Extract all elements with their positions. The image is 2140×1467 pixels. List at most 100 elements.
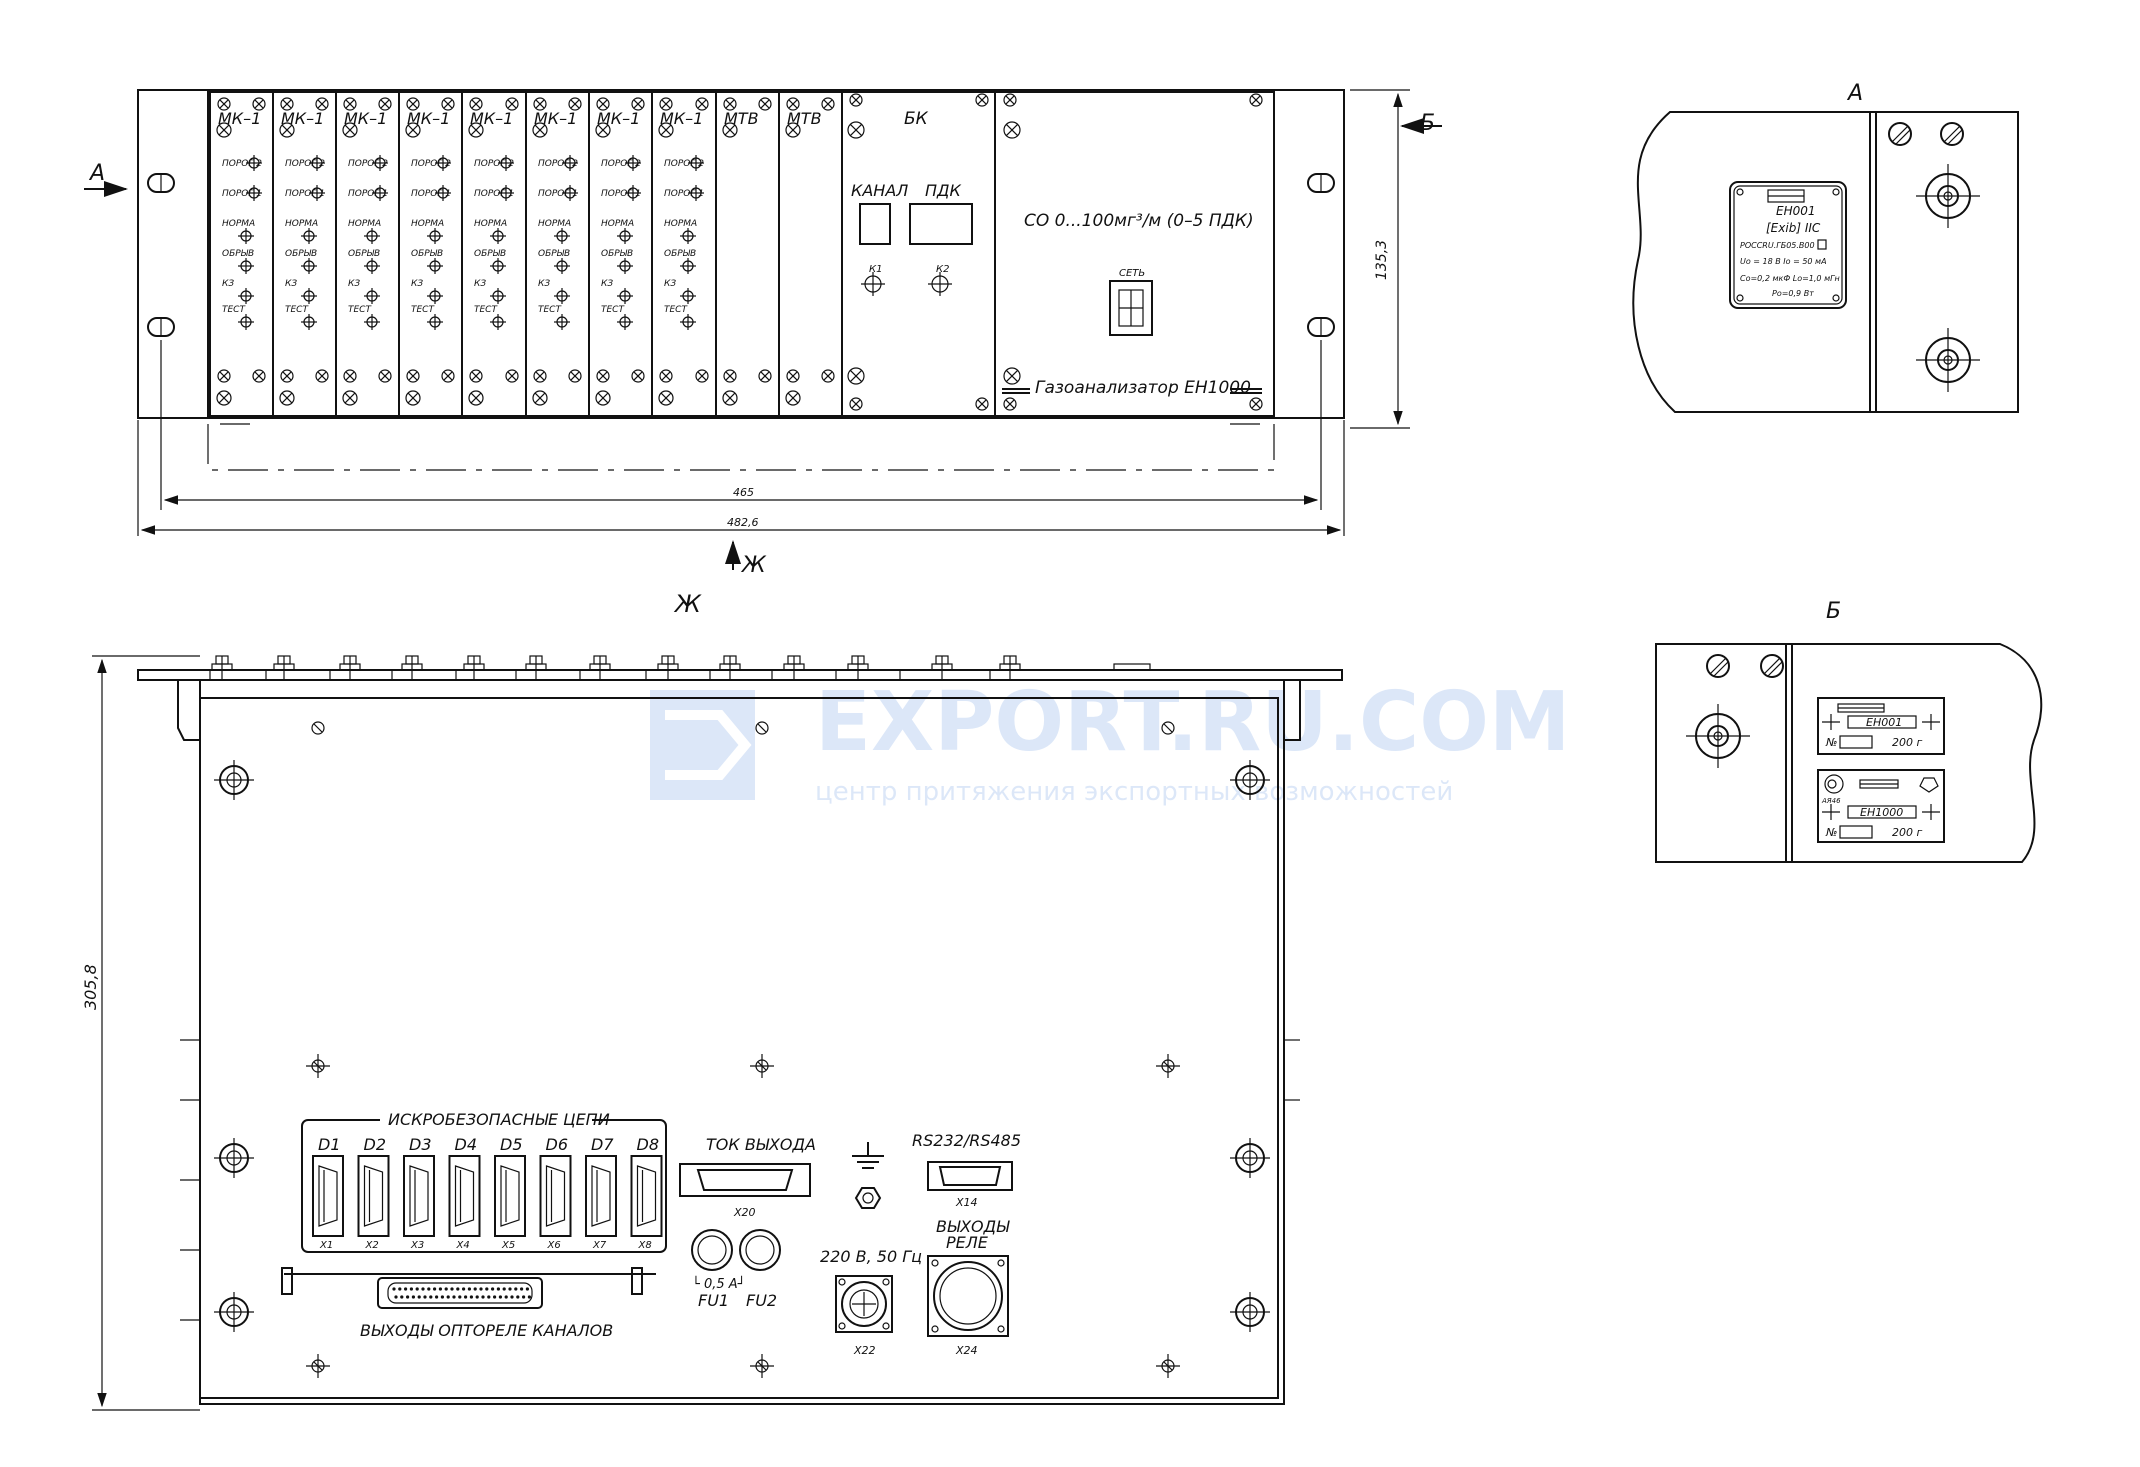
screw-icon (217, 369, 231, 383)
indicator-label: ПОРОГ 1 (348, 189, 388, 199)
indicator-label: ПОРОГ 1 (411, 189, 451, 199)
test-button[interactable] (680, 314, 696, 330)
channel-bottom-label: X3 (410, 1240, 424, 1251)
screw-icon (786, 369, 800, 383)
power-label: СЕТЬ (1119, 268, 1145, 279)
plate-cert: РОССRU.ГБ05.В00 (1740, 241, 1815, 250)
test-button[interactable] (554, 314, 570, 330)
indicator-led (554, 288, 570, 304)
k1-button[interactable] (861, 272, 885, 296)
test-button[interactable] (238, 314, 254, 330)
rs-label: RS232/RS485 (912, 1131, 1021, 1150)
indicator-led (688, 185, 704, 201)
x24-relay-connector[interactable] (927, 1255, 1009, 1337)
screw-icon (722, 390, 738, 406)
fu1-fuse[interactable] (691, 1229, 733, 1271)
dimension-482: 482,6 (137, 420, 1345, 536)
indicator-label: ОБРЫВ (285, 249, 317, 259)
screw-icon (821, 97, 835, 111)
indicator-led (301, 228, 317, 244)
test-button[interactable] (617, 314, 633, 330)
screw-icon (1003, 367, 1021, 385)
screw-icon (406, 97, 420, 111)
svg-text:135,3: 135,3 (1374, 240, 1390, 280)
svg-text:465: 465 (733, 486, 754, 499)
indicator-label: ПОРОГ 2 (664, 159, 704, 169)
indicator-label: НОРМА (474, 219, 507, 229)
screw-icon (342, 122, 358, 138)
channel-top-label: D8 (637, 1135, 660, 1154)
screw-icon (659, 369, 673, 383)
screw-icon (533, 97, 547, 111)
screw-icon (306, 1054, 330, 1078)
x14-connector[interactable] (927, 1161, 1013, 1191)
bk-title: БК (904, 109, 929, 129)
screw-icon (975, 397, 989, 411)
indicator-label: ПОРОГ 1 (664, 189, 704, 199)
x22-power-connector[interactable] (835, 1275, 893, 1333)
screw-icon (975, 93, 989, 107)
k1-label: К1 (869, 264, 882, 275)
screw-icon (722, 122, 738, 138)
indicator-led (364, 288, 380, 304)
watermark-subtitle: центр притяжения экспортных возможностей (815, 777, 1453, 807)
opto-relay-connector[interactable] (377, 1277, 543, 1309)
channel-top-label: D7 (591, 1135, 614, 1154)
plate1-model: ЕН001 (1866, 716, 1902, 729)
screw-icon (723, 369, 737, 383)
indicator-led (372, 155, 388, 171)
indicator-led (364, 258, 380, 274)
screw-icon (343, 97, 357, 111)
indicator-label: ТЕСТ (411, 305, 435, 315)
indicator-label: НОРМА (601, 219, 634, 229)
screw-icon (785, 122, 801, 138)
screw-icon (658, 122, 674, 138)
indicator-led (301, 258, 317, 274)
plate-ex: [Exib] IIC (1766, 221, 1821, 235)
screw-icon (755, 721, 769, 735)
fu2-label: FU2 (746, 1291, 777, 1310)
indicator-led (435, 185, 451, 201)
watermark: EXPORT.RU.COM центр притяжения экспортны… (650, 675, 1571, 807)
test-button[interactable] (427, 314, 443, 330)
indicator-led (435, 155, 451, 171)
main-module: СО 0...100мг³/м (0–5 ПДК) СЕТЬ Газоанали… (1002, 211, 1262, 398)
indicator-label: ТЕСТ (222, 305, 246, 315)
channel-bottom-label: X7 (592, 1240, 607, 1251)
x20-label: X20 (733, 1206, 756, 1219)
channel-bottom-label: X8 (638, 1240, 652, 1251)
x20-connector[interactable] (679, 1163, 811, 1197)
ground-icon (852, 1142, 884, 1209)
indicator-led (427, 228, 443, 244)
test-button[interactable] (301, 314, 317, 330)
screw-icon (532, 122, 548, 138)
screw-icon (758, 369, 772, 383)
serial-plate-2: АЯ46 ЕН1000 № 200 г (1817, 769, 1945, 843)
k2-button[interactable] (928, 272, 952, 296)
range-label: СО 0...100мг³/м (0–5 ПДК) (1024, 211, 1254, 231)
mount-hole-icon (214, 1138, 254, 1178)
power-switch[interactable] (1109, 280, 1153, 336)
screw-icon (1161, 721, 1175, 735)
fu2-fuse[interactable] (739, 1229, 781, 1271)
test-button[interactable] (490, 314, 506, 330)
screw-icon (596, 97, 610, 111)
plate1-serial: № (1825, 736, 1837, 749)
indicator-led (625, 185, 641, 201)
rs232-block: RS232/RS485 X14 (912, 1131, 1021, 1209)
test-button[interactable] (364, 314, 380, 330)
indicator-led (554, 228, 570, 244)
indicator-led (617, 288, 633, 304)
